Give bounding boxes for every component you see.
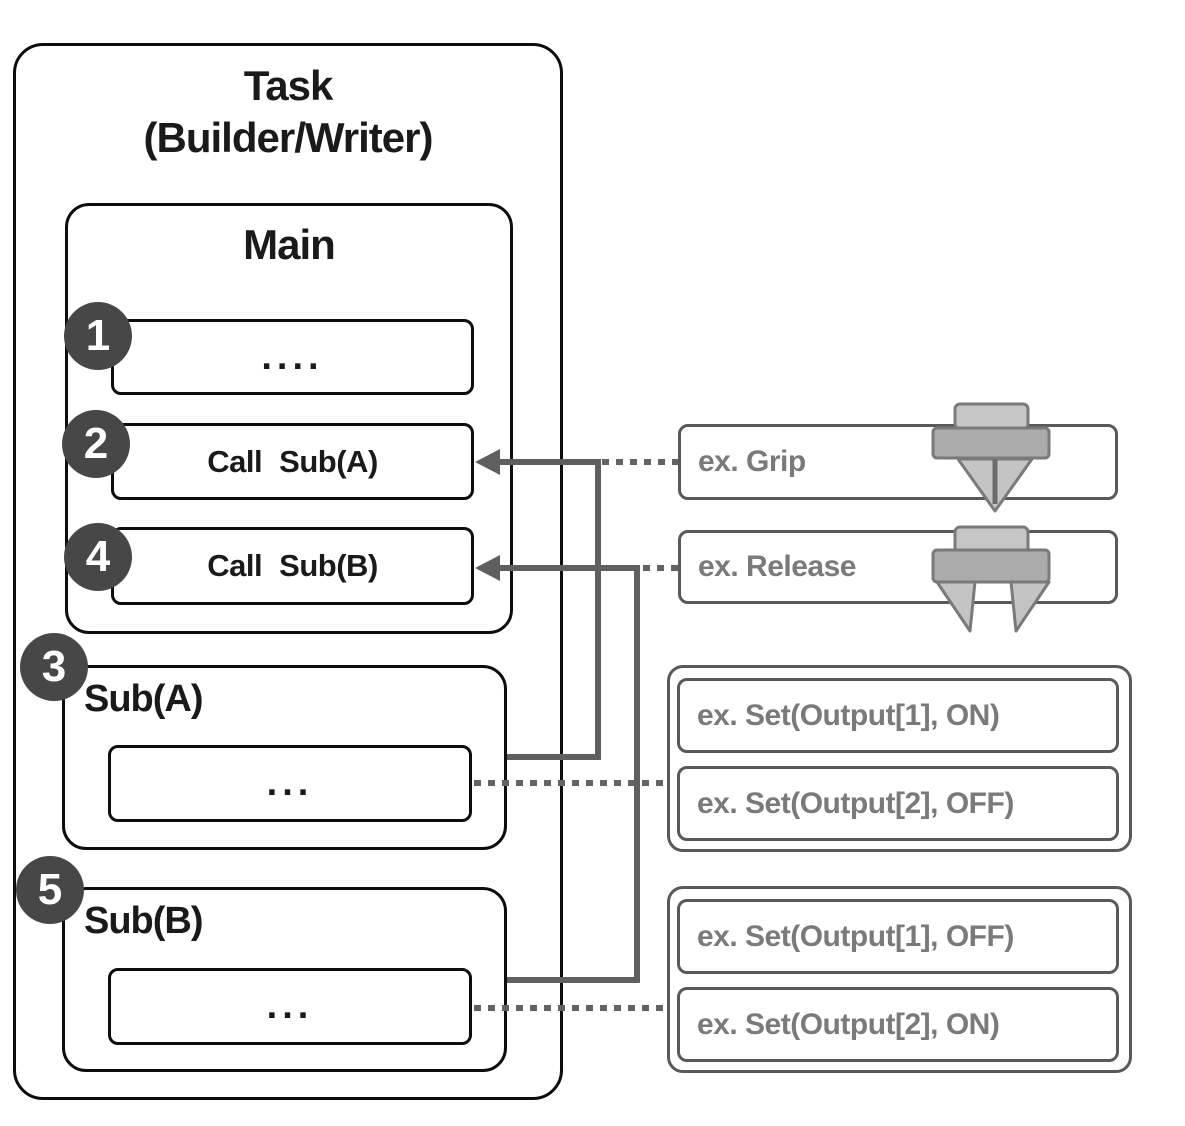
example-grip-box: ex. Grip [678,424,1118,500]
task-title: Task (Builder/Writer) [13,60,563,164]
subA-dotted-connector [474,780,667,786]
subA-example-2-label: ex. Set(Output[2], OFF) [697,786,1014,820]
subB-body-label: ... [266,985,314,1027]
main-row-1: .... [111,319,474,395]
step-circle-5: 5 [16,856,84,924]
example-release-label: ex. Release [698,550,856,583]
main-title: Main [243,221,336,268]
step-circle-3-number: 3 [41,642,67,691]
main-row-call-subA: Call Sub(A) [111,423,474,500]
subA-title: Sub(A) [84,678,204,720]
release-dotted-connector [643,565,678,571]
gripper-open-icon [931,525,1051,633]
main-row-call-subB: Call Sub(B) [111,527,474,605]
example-grip-label: ex. Grip [698,445,806,478]
step-circle-4-number: 4 [85,532,111,581]
subA-body-box: ... [108,745,472,822]
subA-connector-arrow-line [494,459,601,465]
step-circle-1: 1 [64,302,132,370]
step-circle-1-number: 1 [85,311,111,360]
step-circle-5-number: 5 [37,865,63,914]
subA-connector-vertical [595,459,601,760]
task-title-line2: (Builder/Writer) [143,114,434,161]
step-circle-2: 2 [62,410,130,478]
subA-example-1-box: ex. Set(Output[1], ON) [677,678,1119,753]
subA-arrowhead [475,449,500,475]
subA-example-2-box: ex. Set(Output[2], OFF) [677,766,1119,841]
subB-example-1-box: ex. Set(Output[1], OFF) [677,899,1119,974]
call-subA-label: Call Sub(A) [207,443,378,479]
subA-example-1-label: ex. Set(Output[1], ON) [697,698,1000,732]
subB-example-1-label: ex. Set(Output[1], OFF) [697,919,1014,953]
subB-arrowhead [475,555,500,581]
subB-dotted-connector [474,1005,667,1011]
subB-example-2-box: ex. Set(Output[2], ON) [677,987,1119,1062]
step-circle-2-number: 2 [83,419,109,468]
subB-connector-vertical [634,565,640,983]
main-row-1-label: .... [261,335,324,378]
subA-body-label: ... [266,762,314,804]
subB-connector-arrow-line [494,565,640,571]
grip-dotted-connector [602,459,678,465]
subB-connector-bottom [507,977,640,983]
gripper-closed-icon [931,402,1051,513]
subB-title: Sub(B) [84,900,204,942]
call-subB-label: Call Sub(B) [207,548,378,583]
step-circle-3: 3 [20,633,88,701]
subA-connector-bottom [507,754,601,760]
task-title-line1: Task [243,62,334,109]
subB-example-2-label: ex. Set(Output[2], ON) [697,1007,1000,1041]
subB-body-box: ... [108,968,472,1045]
step-circle-4: 4 [64,523,132,591]
